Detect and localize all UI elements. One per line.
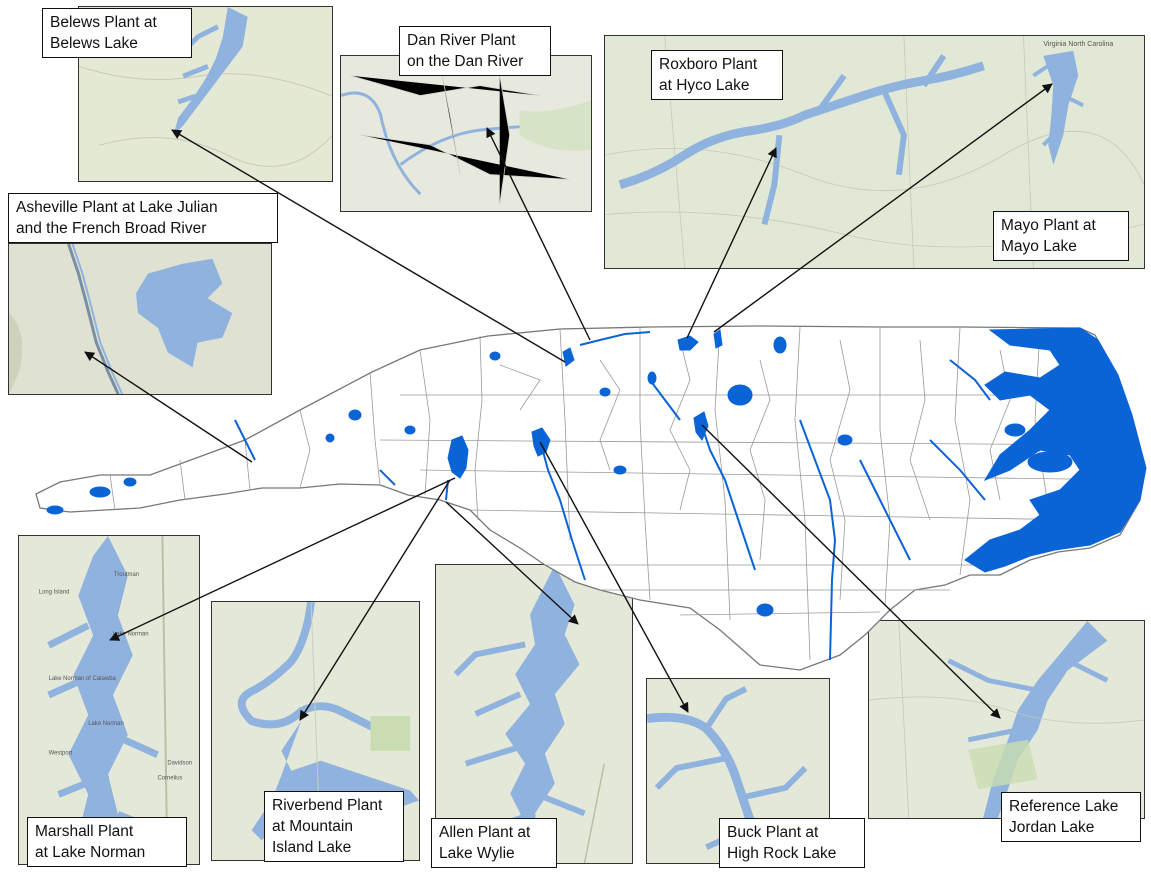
- label-asheville: Asheville Plant at Lake Julian and the F…: [8, 193, 278, 243]
- label-reference: Reference Lake Jordan Lake: [1001, 792, 1141, 842]
- mayo-state-line-label: Virginia North Carolina: [1043, 41, 1113, 48]
- label-riverbend: Riverbend Plant at Mountain Island Lake: [264, 791, 404, 862]
- water-bodies: [46, 327, 1147, 617]
- label-mayo: Mayo Plant at Mayo Lake: [993, 211, 1129, 261]
- lake-norman: [447, 435, 469, 479]
- label-roxboro: Roxboro Plant at Hyco Lake: [651, 50, 783, 100]
- label-belews: Belews Plant at Belews Lake: [42, 8, 192, 58]
- norman-davidson: Davidson: [167, 761, 192, 767]
- pamlico-albemarle-sound: [964, 327, 1147, 573]
- norman-lake-label-2: Lake Norman: [88, 721, 124, 727]
- label-allen: Allen Plant at Lake Wylie: [431, 818, 557, 868]
- norman-catawba: Lake Norman of Catawba: [49, 676, 117, 682]
- label-marshall: Marshall Plant at Lake Norman: [27, 817, 187, 867]
- norman-long-island: Long Island: [39, 590, 70, 596]
- mayo-lake: [713, 329, 723, 349]
- norman-cornelius: Cornelius: [157, 776, 182, 782]
- norman-westport: Westport: [49, 751, 73, 757]
- label-buck: Buck Plant at High Rock Lake: [719, 818, 865, 868]
- label-dan: Dan River Plant on the Dan River: [399, 26, 551, 76]
- nc-state-outline: [35, 325, 1146, 671]
